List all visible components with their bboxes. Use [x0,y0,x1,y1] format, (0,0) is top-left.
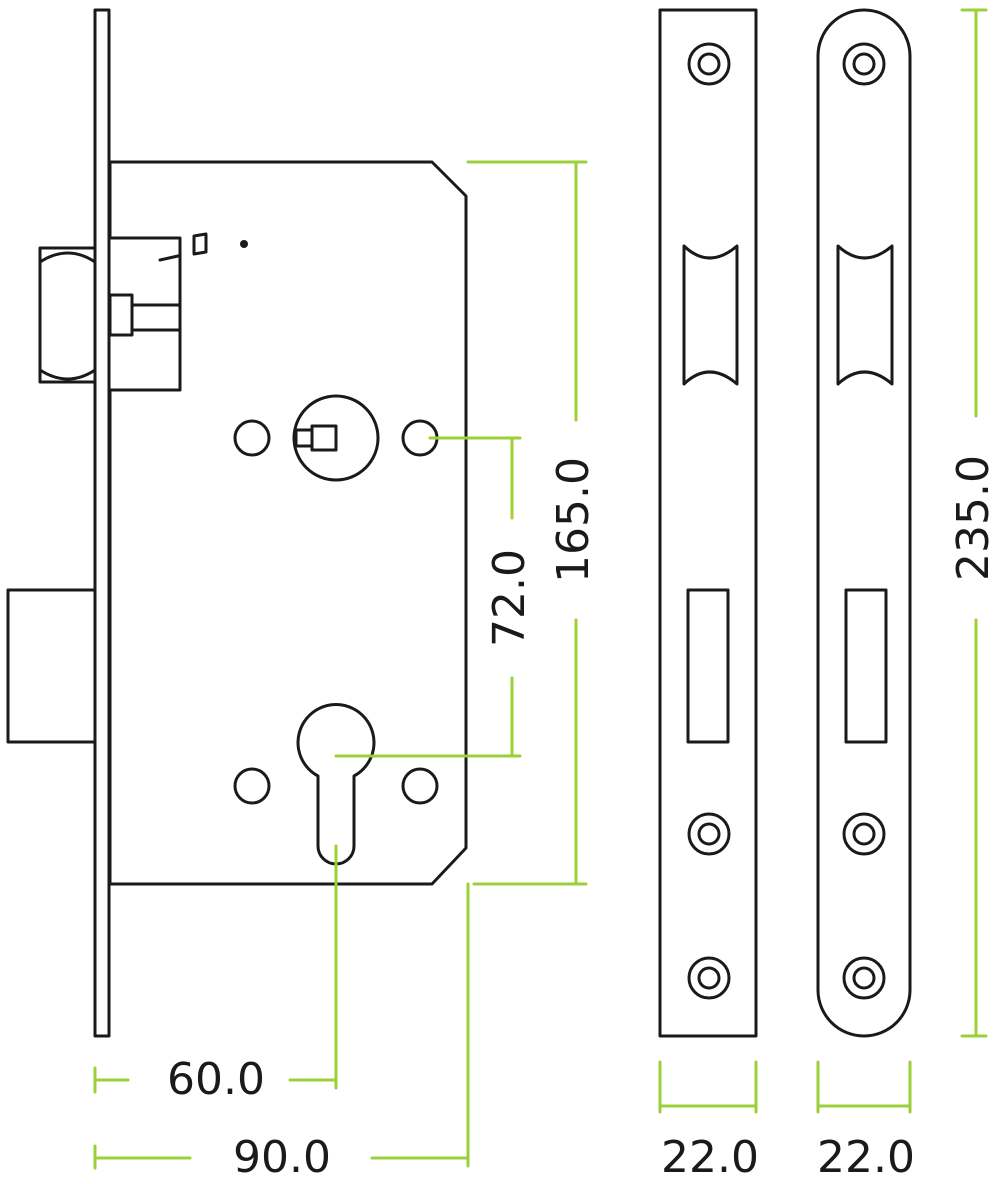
latch-aperture [836,244,894,386]
screw-hole-inner [852,822,876,846]
radius-faceplate [816,8,912,1038]
screw-hole [842,956,886,1000]
latch-bolt-bevel [38,251,97,381]
fixing-hole-bottom-right [401,767,439,805]
rivet [240,240,248,248]
radius-width-label: 22.0 [817,1132,915,1179]
radius-faceplate-outline [816,8,912,1038]
screw-hole-inner [697,52,721,76]
backset-label: 60.0 [167,1054,265,1105]
square-faceplate [658,8,758,1038]
bolt-aperture [844,588,888,744]
radius-width-dimension [816,1060,912,1114]
screw-hole [842,42,886,86]
latch-aperture [682,244,739,386]
forend-plate [93,8,111,1038]
case-depth-dimension [93,882,470,1170]
latch-bar [130,303,182,332]
fixing-hole-top-left [233,419,271,457]
screw-hole-inner [697,966,721,990]
screw-hole [842,812,886,856]
follower-tab [294,428,314,448]
centres-label: 72.0 [484,549,535,647]
dimension-lines [93,8,988,1170]
screw-hole [687,956,731,1000]
screw-hole-inner [852,52,876,76]
follower-square [310,424,338,452]
case-depth-label: 90.0 [233,1132,331,1179]
latch-spring [158,232,208,262]
centres-dimension [334,436,522,758]
latch-bolt [38,246,97,384]
case-height-label: 165.0 [548,457,599,583]
screw-hole [687,42,731,86]
square-width-label: 22.0 [661,1132,759,1179]
fixing-hole-bottom-left [233,767,271,805]
square-faceplate-outline [658,8,758,1038]
screw-hole-inner [852,966,876,990]
dead-bolt [6,588,97,744]
faceplate-height-dimension [960,8,988,1038]
screw-hole [687,812,731,856]
case-height-dimension [466,160,588,886]
latch-block [108,293,134,337]
square-width-dimension [658,1060,758,1114]
screw-hole-inner [697,822,721,846]
lock-case [106,160,468,886]
faceplate-height-label: 235.0 [948,455,999,581]
backset-dimension [93,844,338,1094]
bolt-aperture [686,588,730,744]
